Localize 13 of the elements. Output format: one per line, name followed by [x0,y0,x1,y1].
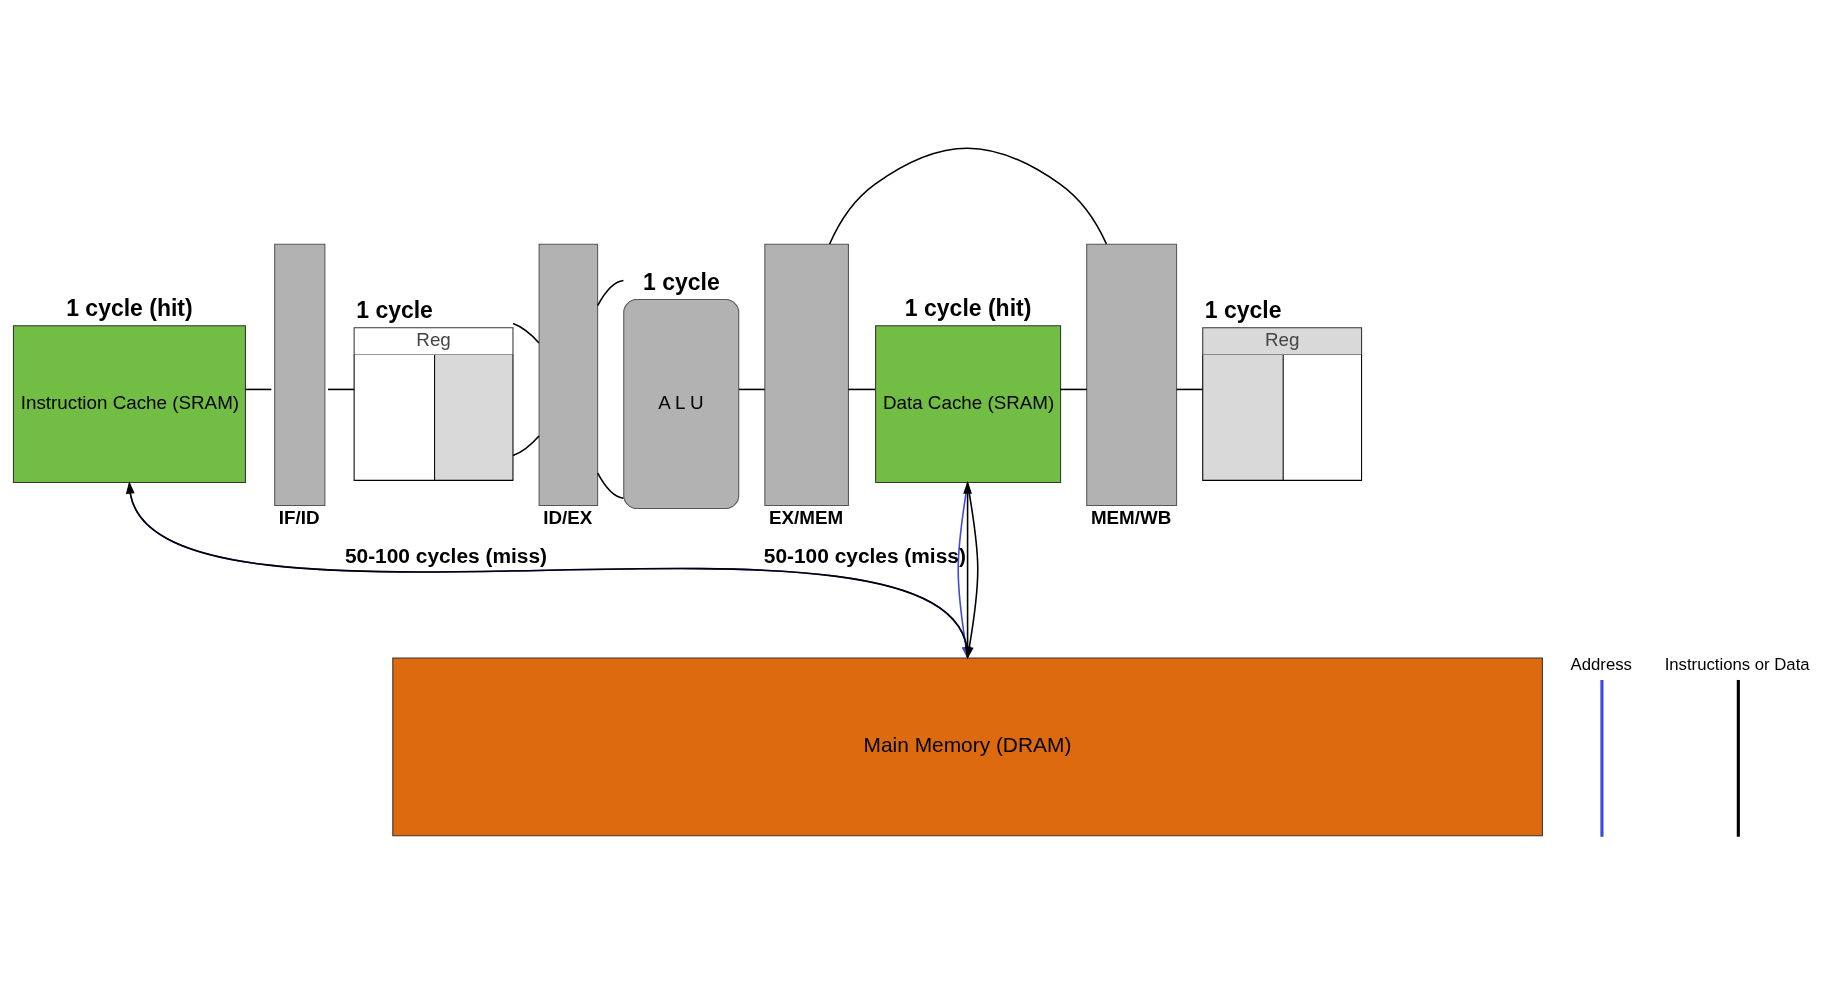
node-label: 1 cycle [356,296,433,323]
node-text: Reg [416,328,451,350]
edge-label: 50-100 cycles (miss) [344,543,548,567]
node-label: 1 cycle (hit) [66,294,193,321]
node-label: EX/MEM [769,506,844,528]
node-label: 1 cycle [1204,296,1282,323]
node-label: 1 cycle [643,268,720,295]
node-label: IF/ID [278,506,320,528]
node-label: 1 cycle (hit) [904,294,1032,321]
legend-label: Instructions or Data [1664,654,1810,674]
legend-label: Address [1570,654,1632,674]
node-label: ID/EX [543,506,593,528]
node-label: MEM/WB [1090,506,1172,528]
